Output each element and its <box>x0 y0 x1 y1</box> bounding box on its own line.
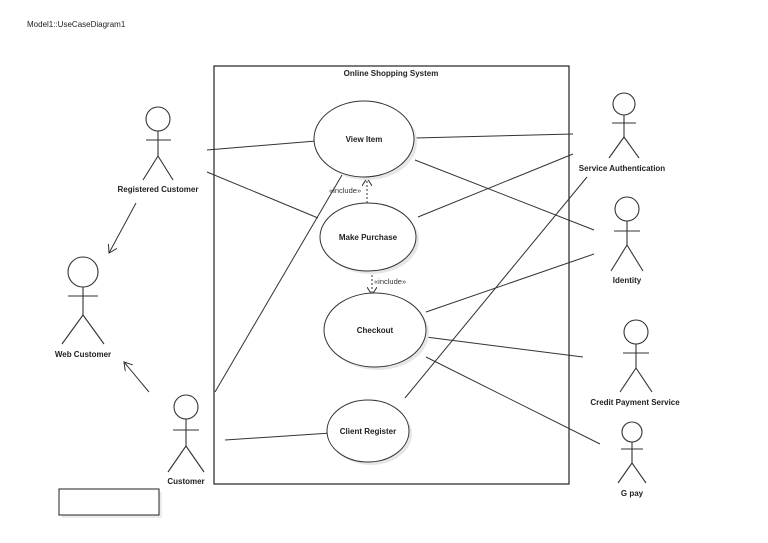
actor-web-customer[interactable]: Web Customer <box>55 256 111 359</box>
use-case-view-item[interactable]: View Item <box>313 100 417 180</box>
assoc-registered-customer-make-purchase[interactable] <box>206 171 319 219</box>
empty-note-box[interactable] <box>58 488 160 516</box>
actor-customer[interactable]: Customer <box>167 394 205 486</box>
stick-figure-icon <box>61 256 105 345</box>
actor-label: Service Authentication <box>579 164 666 173</box>
use-case-label: Checkout <box>357 326 394 335</box>
actor-g-pay[interactable]: G pay <box>617 421 647 498</box>
use-case-label: Client Register <box>340 427 396 436</box>
use-case-label: Make Purchase <box>339 233 398 242</box>
include-label-view-item: «include» <box>329 186 361 195</box>
assoc-identity-view-item[interactable] <box>414 159 595 231</box>
assoc-service-authentication-make-purchase[interactable] <box>417 153 574 218</box>
actor-credit-payment-service[interactable]: Credit Payment Service <box>590 319 680 407</box>
assoc-customer-view-item[interactable] <box>214 174 343 393</box>
actor-label: Credit Payment Service <box>590 398 680 407</box>
stick-figure-icon <box>610 196 644 272</box>
stick-figure-icon <box>619 319 653 393</box>
actor-label: Identity <box>613 276 642 285</box>
stick-figure-icon <box>617 421 647 484</box>
use-case-make-purchase[interactable]: Make Purchase <box>319 202 419 274</box>
generalization-registered-customer-web-customer[interactable] <box>109 202 137 253</box>
stick-figure-icon <box>608 92 640 159</box>
system-name: Online Shopping System <box>344 69 439 78</box>
actor-label: Web Customer <box>55 350 111 359</box>
diagram-title: Model1::UseCaseDiagram1 <box>27 20 126 29</box>
actor-label: Registered Customer <box>118 185 199 194</box>
actor-registered-customer[interactable]: Registered Customer <box>118 106 199 194</box>
assoc-registered-customer-view-item[interactable] <box>206 140 317 151</box>
actor-label: Customer <box>167 477 204 486</box>
include-label-checkout: «include» <box>374 277 406 286</box>
association-lines <box>206 133 601 445</box>
assoc-customer-client-register[interactable] <box>224 432 332 441</box>
stick-figure-icon <box>142 106 174 181</box>
use-case-client-register[interactable]: Client Register <box>326 399 412 465</box>
generalization-customer-web-customer[interactable] <box>124 362 150 393</box>
assoc-identity-checkout[interactable] <box>425 253 595 313</box>
use-case-label: View Item <box>346 135 383 144</box>
assoc-credit-payment-service-checkout[interactable] <box>425 336 584 358</box>
actor-service-authentication[interactable]: Service Authentication <box>579 92 666 173</box>
actor-label: G pay <box>621 489 644 498</box>
assoc-g-pay-checkout[interactable] <box>425 356 601 445</box>
use-case-checkout[interactable]: Checkout <box>323 292 429 370</box>
assoc-service-authentication-view-item[interactable] <box>414 133 574 139</box>
actor-identity[interactable]: Identity <box>610 196 644 285</box>
stick-figure-icon <box>167 394 205 473</box>
